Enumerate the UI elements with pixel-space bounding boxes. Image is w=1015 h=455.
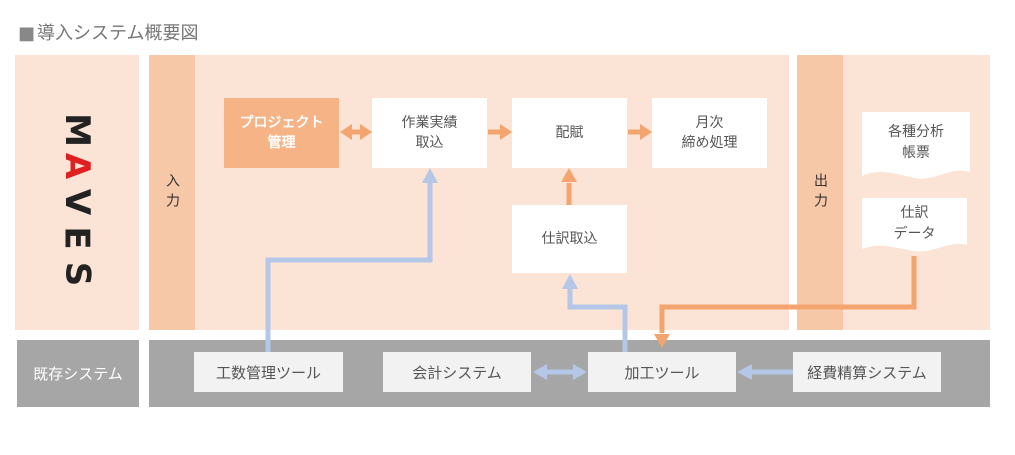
orange-arrow-work-allocation: [488, 124, 512, 140]
output-label: 出力: [810, 173, 830, 213]
journal-import-box: 仕訳取込: [512, 205, 627, 273]
blue-arrow-processing-journalimport: [562, 274, 628, 352]
journal-import-label: 仕訳取込: [541, 231, 598, 247]
project-management-label: プロジェクト 管理: [239, 115, 324, 151]
orange-arrow-journal-allocation: [561, 168, 577, 205]
expense-system-label: 経費精算システム: [807, 363, 927, 382]
allocation-label: 配賦: [555, 125, 584, 141]
blue-double-arrow-accounting-processing: [533, 364, 587, 380]
expense-system-box: 経費精算システム: [793, 352, 941, 392]
monthly-closing-box: 月次 締め処理: [652, 98, 767, 168]
orange-double-arrow-project-work: [340, 124, 372, 140]
allocation-box: 配賦: [512, 98, 627, 168]
journal-data-document-shape: [862, 198, 967, 252]
logo-panel: [15, 55, 139, 330]
input-label: 入力: [162, 173, 182, 213]
man-hour-tool-box: 工数管理ツール: [194, 352, 343, 392]
project-management-box: プロジェクト 管理: [224, 98, 339, 168]
input-band: [149, 55, 195, 330]
man-hour-tool-label: 工数管理ツール: [215, 363, 321, 382]
orange-arrow-allocation-monthly: [628, 124, 652, 140]
diagram-title: ■導入システム概要図: [18, 19, 198, 45]
processing-tool-box: 加工ツール: [588, 352, 736, 392]
journal-data-document: 仕訳 データ: [862, 203, 967, 245]
monthly-closing-label: 月次 締め処理: [681, 115, 738, 151]
accounting-system-box: 会計システム: [383, 352, 531, 392]
work-import-box: 作業実績 取込: [372, 98, 487, 168]
output-band: [797, 55, 843, 330]
blue-arrow-manhour-workimport: [265, 168, 438, 352]
reports-document-shape: [862, 112, 970, 179]
orange-arrow-journal-data-processing: [654, 256, 917, 348]
title-marker: ■: [18, 23, 36, 44]
processing-tool-label: 加工ツール: [624, 363, 700, 382]
title-text: 導入システム概要図: [37, 23, 199, 44]
blue-arrow-expense-processing: [737, 364, 793, 380]
accounting-system-label: 会計システム: [412, 363, 502, 382]
legacy-systems-label: 既存システム: [33, 365, 123, 383]
journal-data-label: 仕訳 データ: [893, 205, 936, 242]
legacy-systems-label-box: 既存システム: [17, 340, 139, 407]
reports-document: 各種分析 帳票: [862, 122, 970, 166]
input-label-text: 入力: [164, 173, 180, 213]
output-label-text: 出力: [812, 173, 828, 213]
work-import-label: 作業実績 取込: [401, 115, 458, 151]
reports-label: 各種分析 帳票: [888, 124, 944, 161]
